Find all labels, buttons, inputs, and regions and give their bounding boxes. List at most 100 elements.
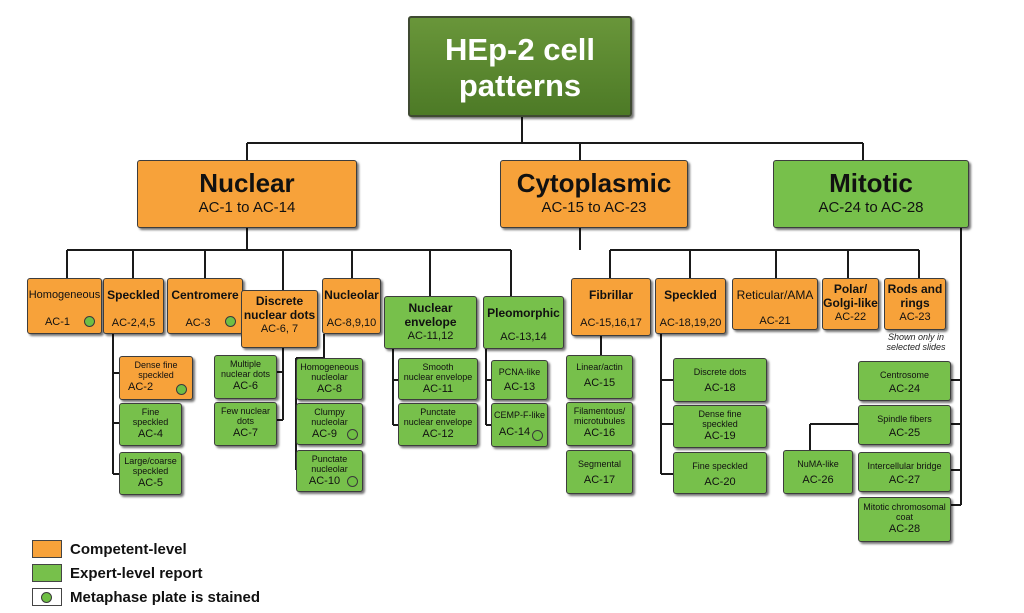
centromere-box: Centromere AC-3: [167, 278, 243, 334]
ac8-box: Homogeneous nucleolar AC-8: [296, 358, 363, 400]
ac16-name-line1: Filamentous/: [573, 406, 626, 416]
ac20-name: Fine speckled: [692, 461, 748, 471]
polar-name-line1: Polar/: [833, 282, 868, 296]
ac27-code: AC-27: [888, 474, 921, 487]
ac25-box: Spindle fibers AC-25: [858, 405, 951, 445]
metaphase-indicator-icon: [532, 430, 543, 441]
centromere-name: Centromere: [171, 288, 239, 302]
ac13-box: PCNA-like AC-13: [491, 360, 548, 400]
ac19-name-line1: Dense fine: [698, 409, 742, 419]
ac10-name-line2: nucleolar: [311, 464, 348, 475]
envelope-name-line2: envelope: [404, 314, 457, 329]
nucleolar-code: AC-8,9,10: [326, 316, 377, 329]
ac2-code: AC-2: [128, 380, 154, 393]
discrete-name-line1: Discrete: [255, 294, 304, 308]
root-box: HEp-2 cell patterns: [408, 16, 632, 117]
ac16-box: Filamentous/ microtubules AC-16: [566, 402, 633, 446]
ac5-name-line1: Large/coarse: [124, 456, 177, 466]
speckled-nuclear-code: AC-2,4,5: [111, 316, 156, 329]
root-title-line1: HEp-2 cell: [445, 32, 595, 67]
fibrillar-code: AC-15,16,17: [580, 316, 642, 329]
discrete-name-line2: nuclear dots: [243, 307, 316, 322]
ac12-box: Punctate nuclear envelope AC-12: [398, 403, 478, 446]
ac6-name-line2: nuclear dots: [220, 369, 271, 380]
mitotic-name: Mitotic: [829, 168, 913, 198]
ac10-name-line1: Punctate: [311, 454, 348, 464]
ac7-code: AC-7: [232, 426, 259, 439]
ac27-box: Intercellular bridge AC-27: [858, 452, 951, 492]
envelope-code: AC-11,12: [407, 329, 454, 342]
speckled-cyto-code: AC-18,19,20: [659, 316, 722, 329]
expert-swatch: [32, 564, 62, 582]
ac6-code: AC-6: [232, 379, 259, 392]
ac28-name-line2: coat: [895, 512, 913, 523]
ac14-code: AC-14: [498, 426, 531, 439]
rods-name-line1: Rods and: [887, 282, 943, 296]
polar-name-line2: Golgi-like: [823, 295, 878, 310]
ac20-code: AC-20: [704, 476, 736, 489]
legend-expert: Expert-level report: [32, 563, 203, 583]
homogeneous-box: Homogeneous AC-1: [27, 278, 102, 334]
ac28-code: AC-28: [888, 522, 921, 535]
competent-swatch: [32, 540, 62, 558]
ac19-code: AC-19: [704, 429, 736, 442]
ac17-code: AC-17: [583, 474, 616, 487]
ac15-box: Linear/actin AC-15: [566, 355, 633, 399]
note-line1: Shown only in: [887, 332, 945, 342]
legend-metaphase-label: Metaphase plate is stained: [70, 588, 261, 606]
rods-rings-box: Rods and rings AC-23: [884, 278, 946, 330]
mitotic-box: Mitotic AC-24 to AC-28: [773, 160, 969, 228]
speckled-cytoplasmic-box: Speckled AC-18,19,20: [655, 278, 726, 334]
legend-expert-label: Expert-level report: [70, 564, 203, 582]
homogeneous-code: AC-1: [44, 315, 71, 328]
ac27-name: Intercellular bridge: [867, 461, 942, 471]
ac9-name-line2: nucleolar: [311, 417, 348, 428]
ac7-box: Few nuclear dots AC-7: [214, 402, 277, 446]
ac14-box: CEMP-F-like AC-14: [491, 403, 548, 447]
metaphase-swatch: [32, 588, 62, 606]
ac4-box: Fine speckled AC-4: [119, 403, 182, 446]
ac24-box: Centrosome AC-24: [858, 361, 951, 401]
cytoplasmic-name: Cytoplasmic: [516, 168, 672, 198]
ac6-box: Multiple nuclear dots AC-6: [214, 355, 277, 399]
envelope-name-line1: Nuclear: [408, 301, 453, 315]
ac28-box: Mitotic chromosomal coat AC-28: [858, 497, 951, 542]
ac13-name: PCNA-like: [498, 367, 541, 377]
ac12-code: AC-12: [422, 427, 454, 440]
ac7-name-line2: dots: [236, 416, 254, 427]
ac10-box: Punctate nucleolar AC-10: [296, 450, 363, 492]
fibrillar-name: Fibrillar: [588, 288, 633, 302]
ac26-box: NuMA-like AC-26: [783, 450, 853, 494]
ac6-name-line1: Multiple: [229, 359, 261, 369]
ac9-name-line1: Clumpy: [314, 407, 345, 417]
ac24-name: Centrosome: [879, 370, 930, 380]
ac17-box: Segmental AC-17: [566, 450, 633, 494]
reticular-code: AC-21: [759, 314, 791, 327]
metaphase-indicator-icon: [41, 591, 52, 603]
mitotic-code: AC-24 to AC-28: [818, 198, 924, 216]
ac15-name: Linear/actin: [576, 362, 623, 372]
ac5-code: AC-5: [137, 476, 164, 489]
legend-metaphase: Metaphase plate is stained: [32, 587, 260, 607]
metaphase-indicator-icon: [84, 316, 95, 327]
ac11-code: AC-11: [422, 382, 454, 395]
nuclear-code: AC-1 to AC-14: [198, 198, 296, 216]
metaphase-indicator-icon: [347, 429, 358, 440]
ac19-name-line2: speckled: [702, 419, 738, 430]
ac8-name-line1: Homogeneous: [300, 362, 359, 372]
ac5-name-line2: speckled: [132, 466, 169, 477]
nucleolar-box: Nucleolar AC-8,9,10: [322, 278, 381, 334]
fibrillar-box: Fibrillar AC-15,16,17: [571, 278, 651, 336]
discrete-code: AC-6, 7: [260, 322, 299, 335]
root-title-line2: patterns: [458, 67, 582, 103]
polar-golgi-box: Polar/ Golgi-like AC-22: [822, 278, 879, 330]
ac16-name-line2: microtubules: [573, 416, 626, 427]
note-line2: selected slides: [886, 341, 946, 352]
centromere-code: AC-3: [185, 316, 211, 329]
nuclear-name: Nuclear: [199, 168, 295, 198]
polar-code: AC-22: [834, 310, 867, 323]
ac11-name-line1: Smooth: [422, 362, 454, 372]
ac12-name-line1: Punctate: [420, 407, 456, 417]
ac17-name: Segmental: [577, 459, 622, 469]
rods-code: AC-23: [899, 310, 931, 323]
